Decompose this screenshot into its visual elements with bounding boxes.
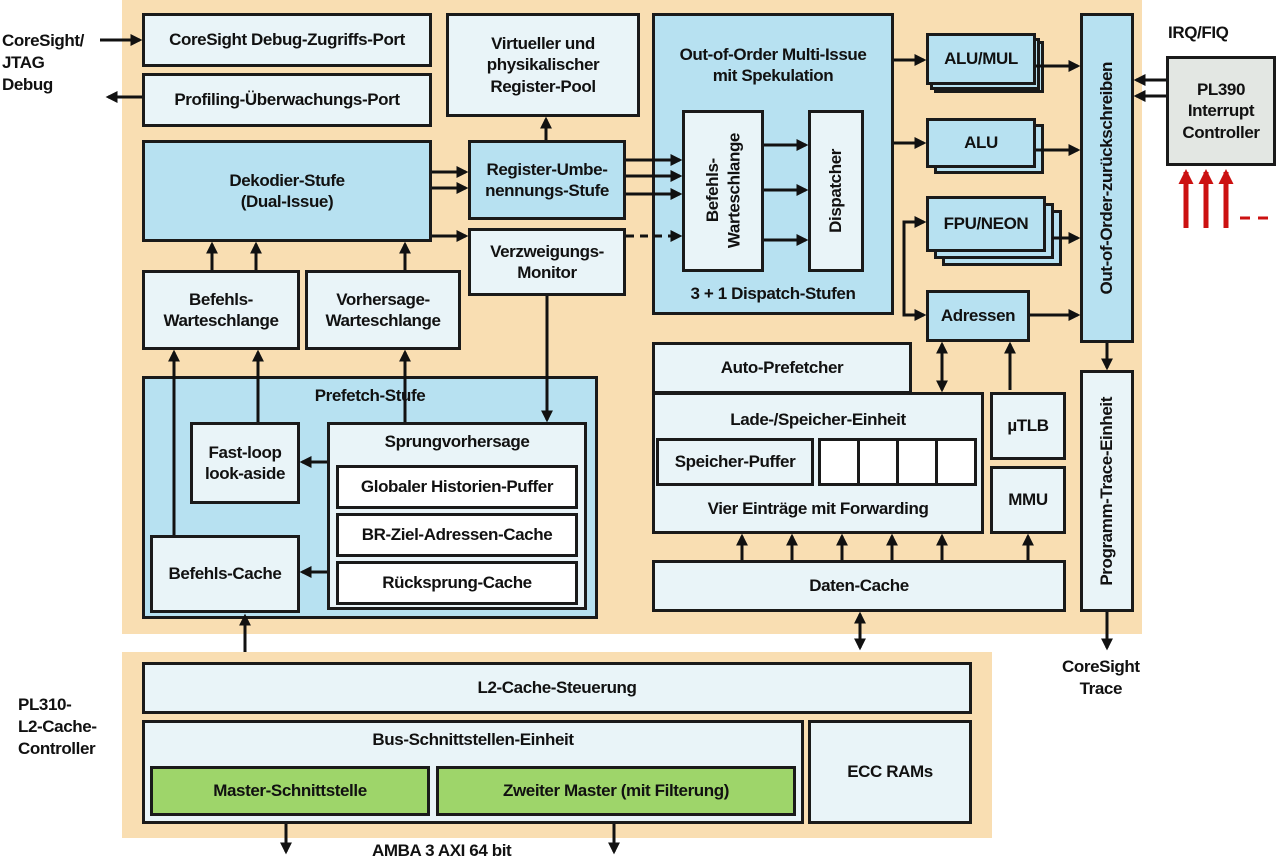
- global-history-buffer: Globaler Historien-Puffer: [336, 465, 578, 509]
- address-unit: Adressen: [926, 290, 1030, 342]
- l2-cache-control: L2-Cache-Steuerung: [142, 662, 972, 714]
- second-master-interface: Zweiter Master (mit Filterung): [436, 766, 796, 816]
- pl310-label: PL310- L2-Cache- Controller: [18, 695, 97, 759]
- branch-target-address-cache: BR-Ziel-Adressen-Cache: [336, 513, 578, 557]
- program-trace-unit: Programm-Trace-Einheit: [1080, 370, 1134, 612]
- instruction-cache: Befehls-Cache: [150, 535, 300, 613]
- ooo-writeback: Out-of-Order-zurückschreiben: [1080, 13, 1134, 343]
- data-cache: Daten-Cache: [652, 560, 1066, 612]
- ooo-title: Out-of-Order Multi-Issue mit Spekulation: [679, 45, 867, 86]
- coresight-trace-label: CoreSight Trace: [1062, 657, 1140, 699]
- master-interface: Master-Schnittstelle: [150, 766, 430, 816]
- decode-stage: Dekodier-Stufe (Dual-Issue): [142, 140, 432, 242]
- irq-fiq-label: IRQ/FIQ: [1168, 23, 1229, 42]
- fast-loop-lookaside: Fast-loop look-aside: [190, 422, 300, 504]
- mmu: MMU: [990, 466, 1066, 534]
- micro-tlb: µTLB: [990, 392, 1066, 460]
- register-pool: Virtueller und physikalischer Register-P…: [446, 13, 640, 117]
- fpu-neon-unit: FPU/NEON: [926, 196, 1046, 252]
- return-stack-cache: Rücksprung-Cache: [336, 561, 578, 605]
- forwarding-label: Vier Einträge mit Forwarding: [707, 498, 929, 518]
- prediction-queue: Vorhersage- Warteschlange: [305, 270, 461, 350]
- instruction-queue: Befehls- Warteschlange: [142, 270, 300, 350]
- load-store-label: Lade-/Speicher-Einheit: [730, 410, 906, 429]
- register-rename-stage: Register-Umbe- nennungs-Stufe: [468, 140, 626, 220]
- pl390-interrupt-controller: PL390 Interrupt Controller: [1166, 56, 1276, 166]
- alu-mul-unit: ALU/MUL: [926, 33, 1036, 85]
- debug-access-port: CoreSight Debug-Zugriffs-Port: [142, 13, 432, 67]
- amba-axi-label: AMBA 3 AXI 64 bit: [372, 841, 512, 860]
- dispatcher: Dispatcher: [808, 110, 864, 272]
- issue-queue: Befehls- Warteschlange: [682, 110, 764, 272]
- ecc-rams: ECC RAMs: [808, 720, 972, 824]
- coresight-jtag-label: CoreSight/ JTAG Debug: [2, 31, 84, 95]
- profiling-monitor-port: Profiling-Überwachungs-Port: [142, 73, 432, 127]
- store-buffer: Speicher-Puffer: [656, 438, 814, 486]
- store-buffer-slot: [935, 438, 977, 486]
- dispatch-stages-label: 3 + 1 Dispatch-Stufen: [690, 283, 856, 303]
- alu-unit: ALU: [926, 118, 1036, 168]
- branch-monitor: Verzweigungs- Monitor: [468, 228, 626, 296]
